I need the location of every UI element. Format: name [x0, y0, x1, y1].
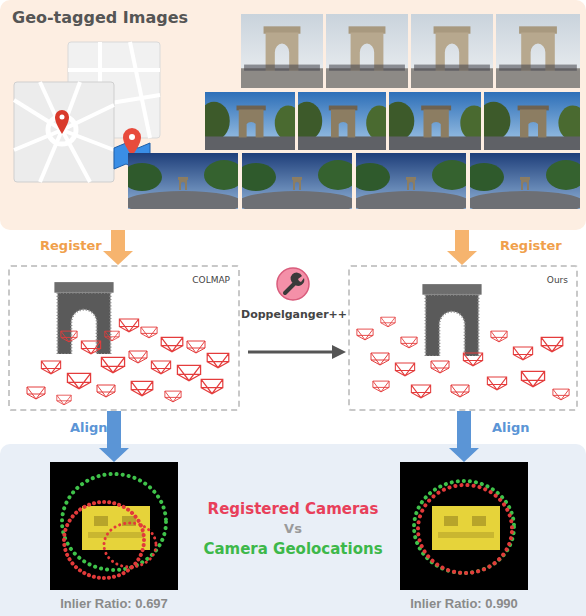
- ours-point-cloud: [357, 284, 569, 400]
- illustration-shape: [101, 357, 124, 372]
- illustration-shape: [487, 377, 506, 390]
- block-arrow: [99, 411, 129, 462]
- reconstruction-box: COLMAP: [8, 265, 240, 411]
- alignment-panel: Registered CamerasVsCamera GeolocationsI…: [0, 444, 586, 616]
- illustration-shape: [207, 353, 229, 367]
- wrench-icon: [277, 268, 309, 300]
- edge-label: Align: [492, 420, 530, 435]
- illustration-shape: [97, 385, 115, 397]
- illustration-shape: [431, 361, 449, 373]
- block-arrow: [449, 411, 479, 462]
- reconstruction-box: Ours: [348, 265, 578, 411]
- illustration-shape: [161, 337, 183, 351]
- illustration-shape: [541, 337, 563, 351]
- illustration-shape: [291, 273, 305, 286]
- illustration-shape: [451, 385, 469, 397]
- illustration-shape: [57, 395, 71, 405]
- node-text: Vs: [284, 521, 302, 536]
- illustration-shape: [513, 347, 532, 360]
- edge-label: Align: [70, 420, 108, 435]
- block-arrow: [103, 230, 133, 265]
- alignment-plot: Inlier Ratio: 0.990: [398, 462, 530, 616]
- illustration-shape: [41, 361, 60, 374]
- edge-label: Register: [500, 238, 562, 253]
- node-text: Ours: [547, 275, 568, 285]
- illustration-shape: [129, 351, 147, 363]
- illustration-shape: [119, 319, 138, 332]
- illustration-shape: [371, 353, 389, 365]
- image-panel: Geo-tagged Images: [0, 0, 586, 230]
- arrow-shape: [99, 411, 129, 462]
- illustration-shape: [381, 317, 395, 327]
- arrow-connector: [248, 345, 346, 359]
- illustration-shape: [373, 381, 389, 392]
- illustration-shape: [521, 371, 544, 386]
- illustration-shape: [401, 337, 417, 348]
- arrow-shape: [449, 411, 479, 462]
- arrow-head: [332, 345, 346, 359]
- node-text: Camera Geolocations: [203, 540, 382, 558]
- illustration-shape: [553, 389, 569, 400]
- illustration-shape: [105, 331, 119, 341]
- illustration-shape: [27, 387, 45, 399]
- block-arrow: [447, 230, 477, 265]
- edge-label: Register: [40, 238, 102, 253]
- illustration-shape: [285, 283, 295, 293]
- illustration-shape: [201, 379, 223, 393]
- illustration-shape: [165, 391, 181, 402]
- arrow-line: [248, 351, 338, 354]
- arrow-shape: [103, 230, 133, 265]
- illustration-shape: [187, 341, 205, 353]
- illustration-shape: [357, 329, 373, 340]
- illustration-shape: [81, 341, 100, 354]
- illustration-shape: [151, 361, 170, 374]
- illustration-shape: [395, 363, 414, 376]
- illustration-shape: [54, 282, 113, 354]
- illustration-shape: [61, 331, 77, 342]
- node-text: Registered Cameras: [208, 500, 379, 518]
- illustration-shape: [67, 373, 90, 388]
- alignment-plot: Inlier Ratio: 0.697: [48, 462, 180, 616]
- illustration-shape: [177, 365, 200, 380]
- illustration-shape: [141, 327, 157, 338]
- illustration-shape: [277, 268, 309, 300]
- illustration-shape: [131, 381, 153, 395]
- colmap-point-cloud: [27, 282, 229, 405]
- edge-label: Doppelganger++: [241, 308, 347, 321]
- panel-title: Geo-tagged Images: [12, 8, 188, 27]
- illustration-shape: [411, 385, 430, 398]
- illustration-shape: [463, 353, 482, 366]
- node-text: Inlier Ratio: 0.990: [410, 596, 518, 611]
- illustration-shape: [491, 331, 507, 342]
- arrow-shape: [447, 230, 477, 265]
- illustration-shape: [422, 284, 481, 356]
- node-text: COLMAP: [192, 275, 230, 285]
- node-text: Inlier Ratio: 0.697: [60, 596, 168, 611]
